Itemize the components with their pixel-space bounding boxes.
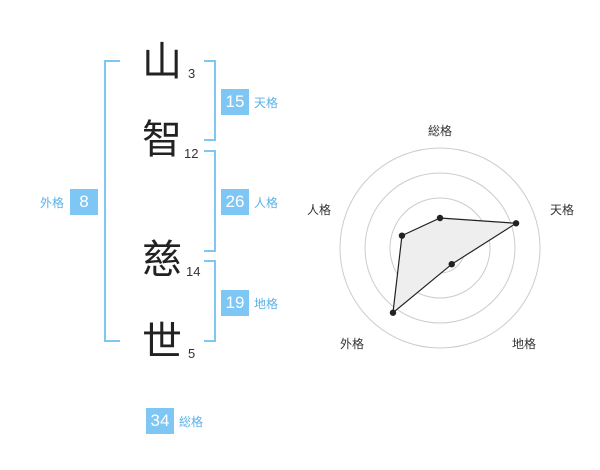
radar-ring (339, 147, 541, 349)
radar-points (389, 214, 520, 316)
radar-point-3 (448, 260, 455, 268)
stroke-count-3: 14 (186, 264, 201, 279)
radar-point-5 (398, 232, 406, 239)
radar-label-soukaku: 総格 (428, 124, 453, 138)
radar-ring (364, 172, 516, 324)
jinkaku-value: 26 (221, 189, 249, 215)
stroke-count-1: 3 (188, 66, 196, 81)
soukaku-value: 34 (146, 408, 174, 434)
tenkaku-badge: 15 天格 (221, 89, 278, 115)
soukaku-label: 総格 (179, 414, 204, 429)
radar-label-tenkaku: 天格 (550, 203, 575, 217)
name-char-4: 世 (142, 319, 182, 365)
jinkaku-label: 人格 (254, 195, 279, 210)
chikaku-badge: 19 地格 (221, 290, 278, 316)
radar-point-2 (512, 220, 520, 227)
jinkaku-badge: 26 人格 (221, 189, 278, 215)
gaikaku-value: 8 (70, 189, 99, 215)
radar-point-1 (436, 214, 444, 222)
name-char-2: 智 (142, 117, 182, 163)
chikaku-value: 19 (221, 290, 249, 316)
radar-chart (339, 147, 541, 349)
tenkaku-label: 天格 (254, 95, 279, 110)
name-char-1: 山 (142, 39, 182, 85)
stroke-count-4: 5 (188, 346, 196, 361)
gaikaku-label: 外格 (40, 195, 65, 210)
chikaku-label: 地格 (254, 296, 279, 311)
name-char-3: 慈 (142, 237, 182, 283)
gaikaku-bracket (104, 60, 120, 342)
radar-point-4 (389, 309, 397, 316)
tenkaku-bracket (204, 60, 216, 141)
jinkaku-bracket (204, 150, 216, 252)
radar-ring (389, 197, 491, 299)
gaikaku-badge: 外格 8 (40, 189, 99, 215)
radar-label-gaikaku: 外格 (340, 337, 365, 351)
soukaku-badge: 34 総格 (146, 408, 203, 434)
stroke-count-2: 12 (184, 146, 199, 161)
radar-polygon (392, 217, 518, 315)
tenkaku-value: 15 (221, 89, 249, 115)
radar-label-chikaku: 地格 (512, 337, 537, 351)
radar-label-jinkaku: 人格 (307, 203, 332, 217)
chikaku-bracket (204, 260, 216, 342)
